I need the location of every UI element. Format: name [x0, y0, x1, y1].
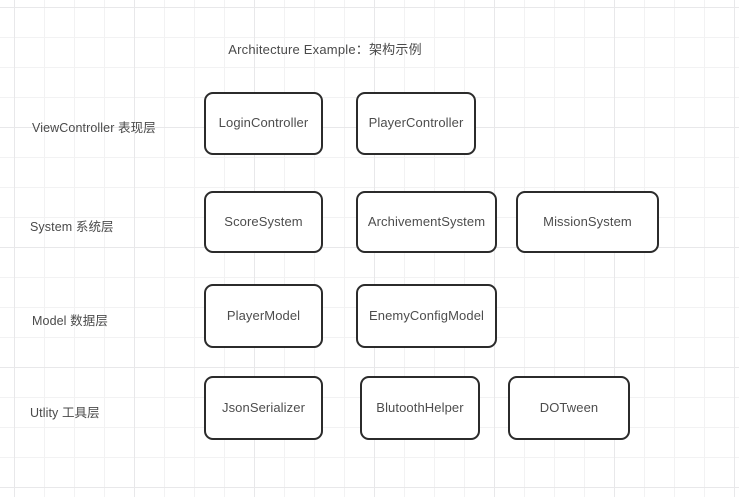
node-json-serializer[interactable]: JsonSerializer — [204, 376, 323, 440]
row-label-utility: Utlity 工具层 — [30, 406, 100, 420]
row-label-model: Model 数据层 — [32, 314, 108, 328]
node-player-model[interactable]: PlayerModel — [204, 284, 323, 348]
node-blutooth-helper[interactable]: BlutoothHelper — [360, 376, 480, 440]
node-enemy-config-model[interactable]: EnemyConfigModel — [356, 284, 497, 348]
node-archivement-system[interactable]: ArchivementSystem — [356, 191, 497, 253]
row-label-system: System 系统层 — [30, 220, 114, 234]
node-player-controller[interactable]: PlayerController — [356, 92, 476, 155]
node-login-controller[interactable]: LoginController — [204, 92, 323, 155]
node-score-system[interactable]: ScoreSystem — [204, 191, 323, 253]
node-mission-system[interactable]: MissionSystem — [516, 191, 659, 253]
node-dotween[interactable]: DOTween — [508, 376, 630, 440]
row-label-viewcontroller: ViewController 表现层 — [32, 121, 156, 135]
diagram-title: Architecture Example：架构示例 — [228, 42, 422, 57]
